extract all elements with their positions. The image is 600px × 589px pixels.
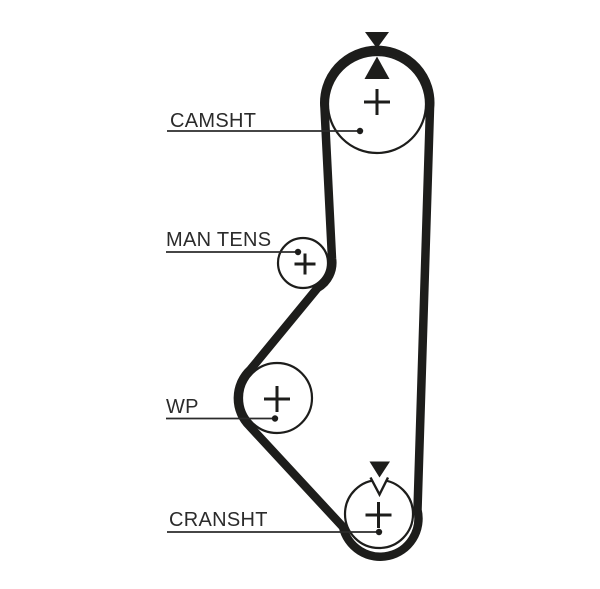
camshaft-center-mark	[364, 89, 390, 115]
camshaft-alignment-arrow-down-icon	[365, 32, 389, 49]
camshaft-alignment-arrow-up-icon	[364, 56, 390, 79]
camshaft-leader-dot	[356, 127, 364, 135]
crankshaft-open-arrow-mask	[370, 478, 388, 495]
crankshaft-open-arrow-icon	[369, 476, 390, 498]
timing-belt-path	[233, 45, 435, 561]
camshaft-label: CAMSHT	[170, 110, 256, 132]
water-pump-center-mark	[264, 386, 290, 412]
crankshaft-leader-dot	[375, 528, 383, 536]
tensioner-center-mark	[294, 253, 316, 275]
water-pump-label: WP	[166, 396, 199, 418]
tensioner-label: MAN TENS	[166, 229, 271, 251]
water-pump-leader-dot	[271, 415, 279, 422]
crankshaft-alignment-arrow-down-icon	[369, 461, 390, 478]
tensioner-leader-dot	[294, 248, 302, 256]
crankshaft-label: CRANSHT	[169, 509, 268, 531]
crankshaft-center-mark	[365, 502, 392, 528]
